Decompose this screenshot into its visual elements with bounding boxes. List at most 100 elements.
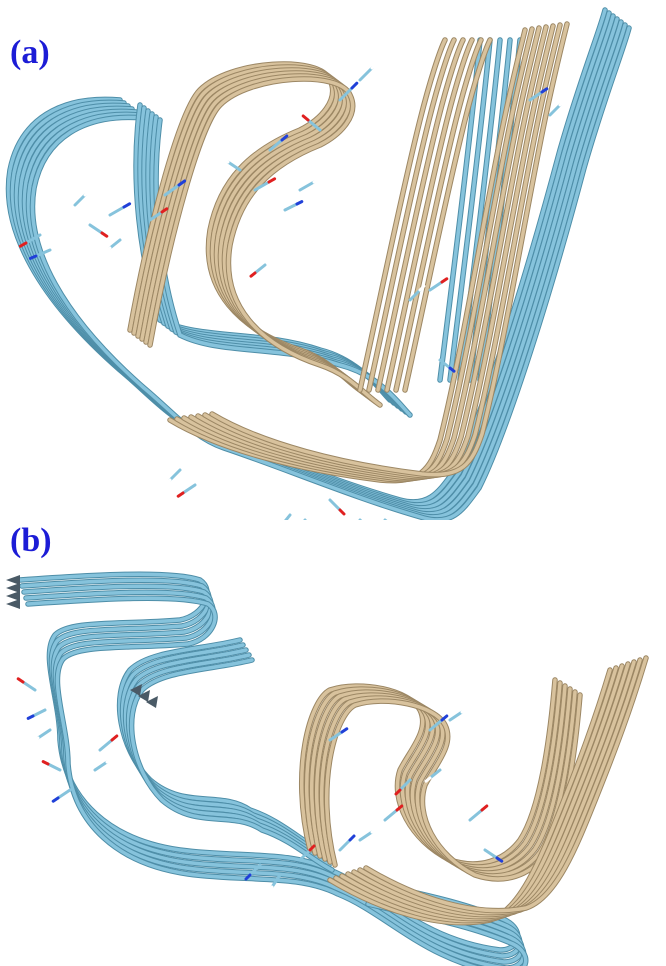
sidechain-atom [244,873,252,881]
sidechain-bond [428,768,442,780]
sidechain-bond [548,103,562,117]
sidechain-bond [253,263,267,275]
sidechain-bond [338,838,352,852]
sidechain-bond [253,180,271,192]
sidechain-atom [394,788,402,796]
blue-strand [129,658,334,872]
sidechain-atom [480,804,489,812]
sidechain-bond [108,205,126,217]
blue-strand [448,38,492,382]
tan-strand [210,22,569,477]
tan-strand [148,77,382,407]
sidechain-bond [268,138,284,152]
sidechain-atom [51,796,60,803]
strand-arrowhead [6,591,20,601]
panel-b-blue-strands [17,571,529,966]
sidechain-atom [249,271,257,278]
tan-strand [314,687,572,875]
panel-b: (b) [0,520,666,966]
tan-strand [358,658,642,915]
sidechain-bond [428,280,444,292]
sidechain-bond [270,873,282,889]
sidechain-bond [56,788,72,800]
tan-strand [385,38,474,392]
sidechain-atom [440,714,449,722]
sidechain-bond [148,210,164,222]
sidechain-atom [267,885,274,894]
strand-arrowhead [6,599,20,609]
tan-strand [328,668,612,925]
sidechain-bond [73,193,87,207]
sidechain-atom [348,834,356,842]
sidechain-bond [483,848,499,860]
sidechain-bond [168,468,182,482]
panel-b-arrowheads [6,575,158,708]
tan-strand [364,656,648,913]
strand-arrowhead [6,575,20,585]
sidechain-atom [26,714,35,720]
sidechain-bond [528,90,544,102]
tan-strand [334,666,618,923]
blue-strand [30,26,631,520]
sidechain-bond [298,848,312,862]
panel-a-label: (a) [10,34,50,71]
sidechain-bond [98,738,114,752]
sidechain-bond [328,730,344,742]
sidechain-bond [383,808,399,822]
sidechain-bond [298,180,316,192]
sidechain-atom [31,736,40,743]
sidechain-bond [306,118,322,132]
tan-strand [376,38,465,392]
sidechain-atom [308,844,316,852]
sidechain-atom [440,277,449,284]
sidechain-atom [295,200,304,206]
sidechain-atom [370,827,379,834]
sidechain-bond [46,762,62,772]
sidechain-bond [398,778,412,792]
sidechain-atom [448,366,456,373]
sidechain-bond [328,498,342,512]
panel-b-sidechains [16,677,504,894]
sidechain-atom [558,99,566,107]
sidechain-bond [428,718,444,732]
sidechain-atom [104,246,112,253]
sidechain-atom [160,207,169,214]
sidechain-atom [18,241,28,248]
strand-arrowhead [138,690,150,702]
sidechain-bond [338,86,354,102]
strand-arrowhead [130,684,142,696]
sidechain-atom [340,727,349,734]
panel-a-tan-strands [127,21,570,484]
sidechain-bond [108,238,122,250]
tan-strand [346,662,630,919]
sidechain-bond [248,863,262,877]
blue-strand [126,653,331,867]
sidechain-atom [338,508,346,516]
sidechain-atom [424,776,432,783]
tan-strand [340,664,624,921]
sidechain-atom [221,157,230,164]
sidechain-atom [176,491,185,498]
sidechain-atom [41,760,50,766]
sidechain-atom [105,757,114,764]
sidechain-bond [226,160,242,172]
sidechain-bond [24,233,42,245]
sidechain-atom [164,478,172,486]
blue-strand-outline [125,652,332,868]
sidechain-bond [358,66,374,82]
sidechain-atom [110,734,119,742]
sidechain-atom [350,81,359,90]
sidechain-atom [267,177,277,184]
sidechain-bond [284,513,292,520]
sidechain-bond [181,483,197,495]
sidechain-bond [438,358,452,370]
sidechain-bond [34,248,52,258]
sidechain-atom [312,177,322,184]
panel-b-label: (b) [10,522,52,559]
blue-strand [22,584,524,964]
sidechain-bond [408,288,422,302]
strand-arrowhead [6,583,20,593]
sidechain-atom [100,231,109,238]
sidechain-atom [280,134,289,142]
tan-strand [352,660,636,917]
